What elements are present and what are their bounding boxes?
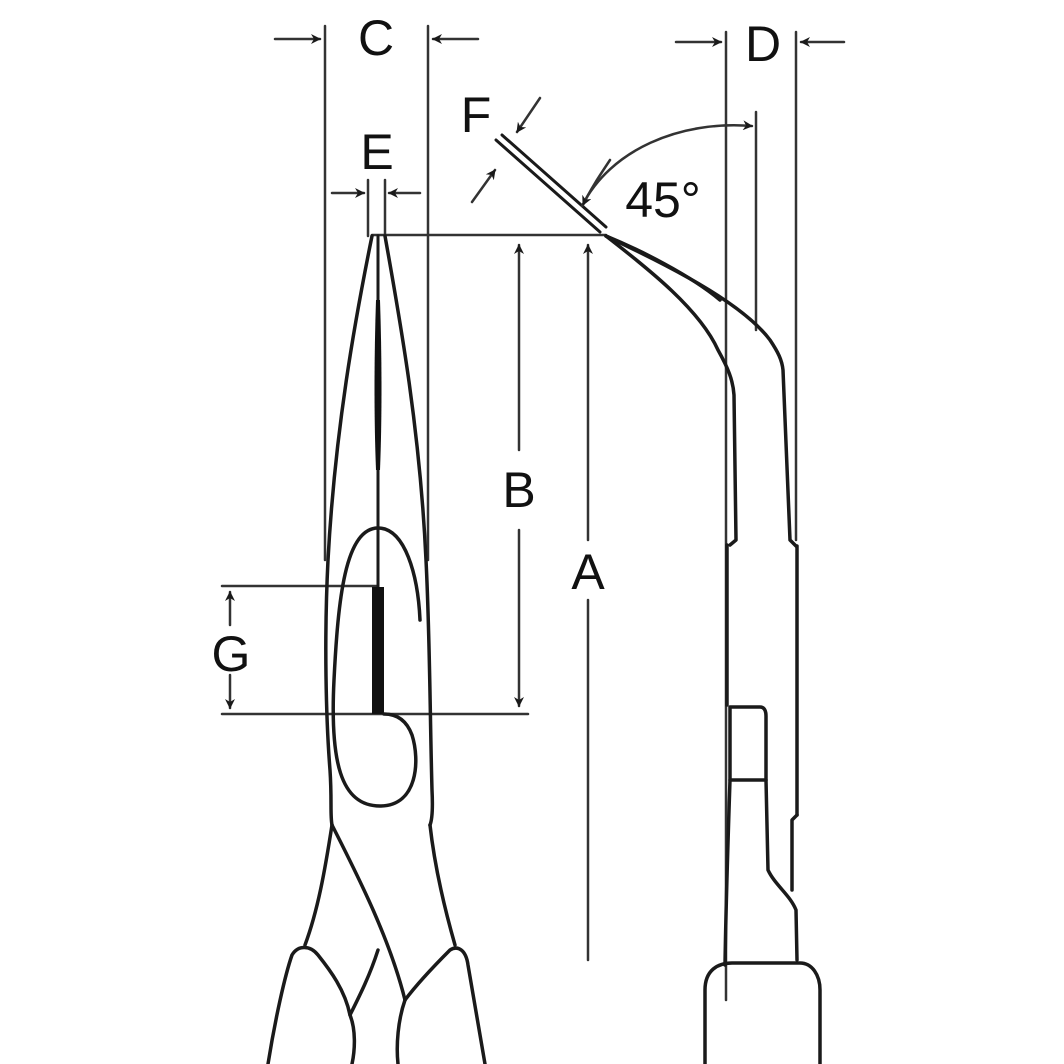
label-b: B [502, 462, 536, 518]
pliers-front-view [266, 234, 487, 1064]
dimension-f [470, 96, 608, 234]
label-d: D [744, 16, 782, 72]
dimension-c [273, 24, 480, 562]
angle-45-indicator [580, 120, 754, 208]
label-a: A [571, 544, 605, 600]
label-g: G [211, 626, 251, 682]
label-c: C [357, 10, 395, 66]
label-f: F [460, 87, 492, 143]
dimension-e [330, 178, 422, 238]
pliers-side-view [604, 234, 822, 1064]
dimension-d [674, 30, 846, 1002]
label-e: E [360, 124, 394, 180]
label-angle-45: 45° [625, 172, 701, 228]
